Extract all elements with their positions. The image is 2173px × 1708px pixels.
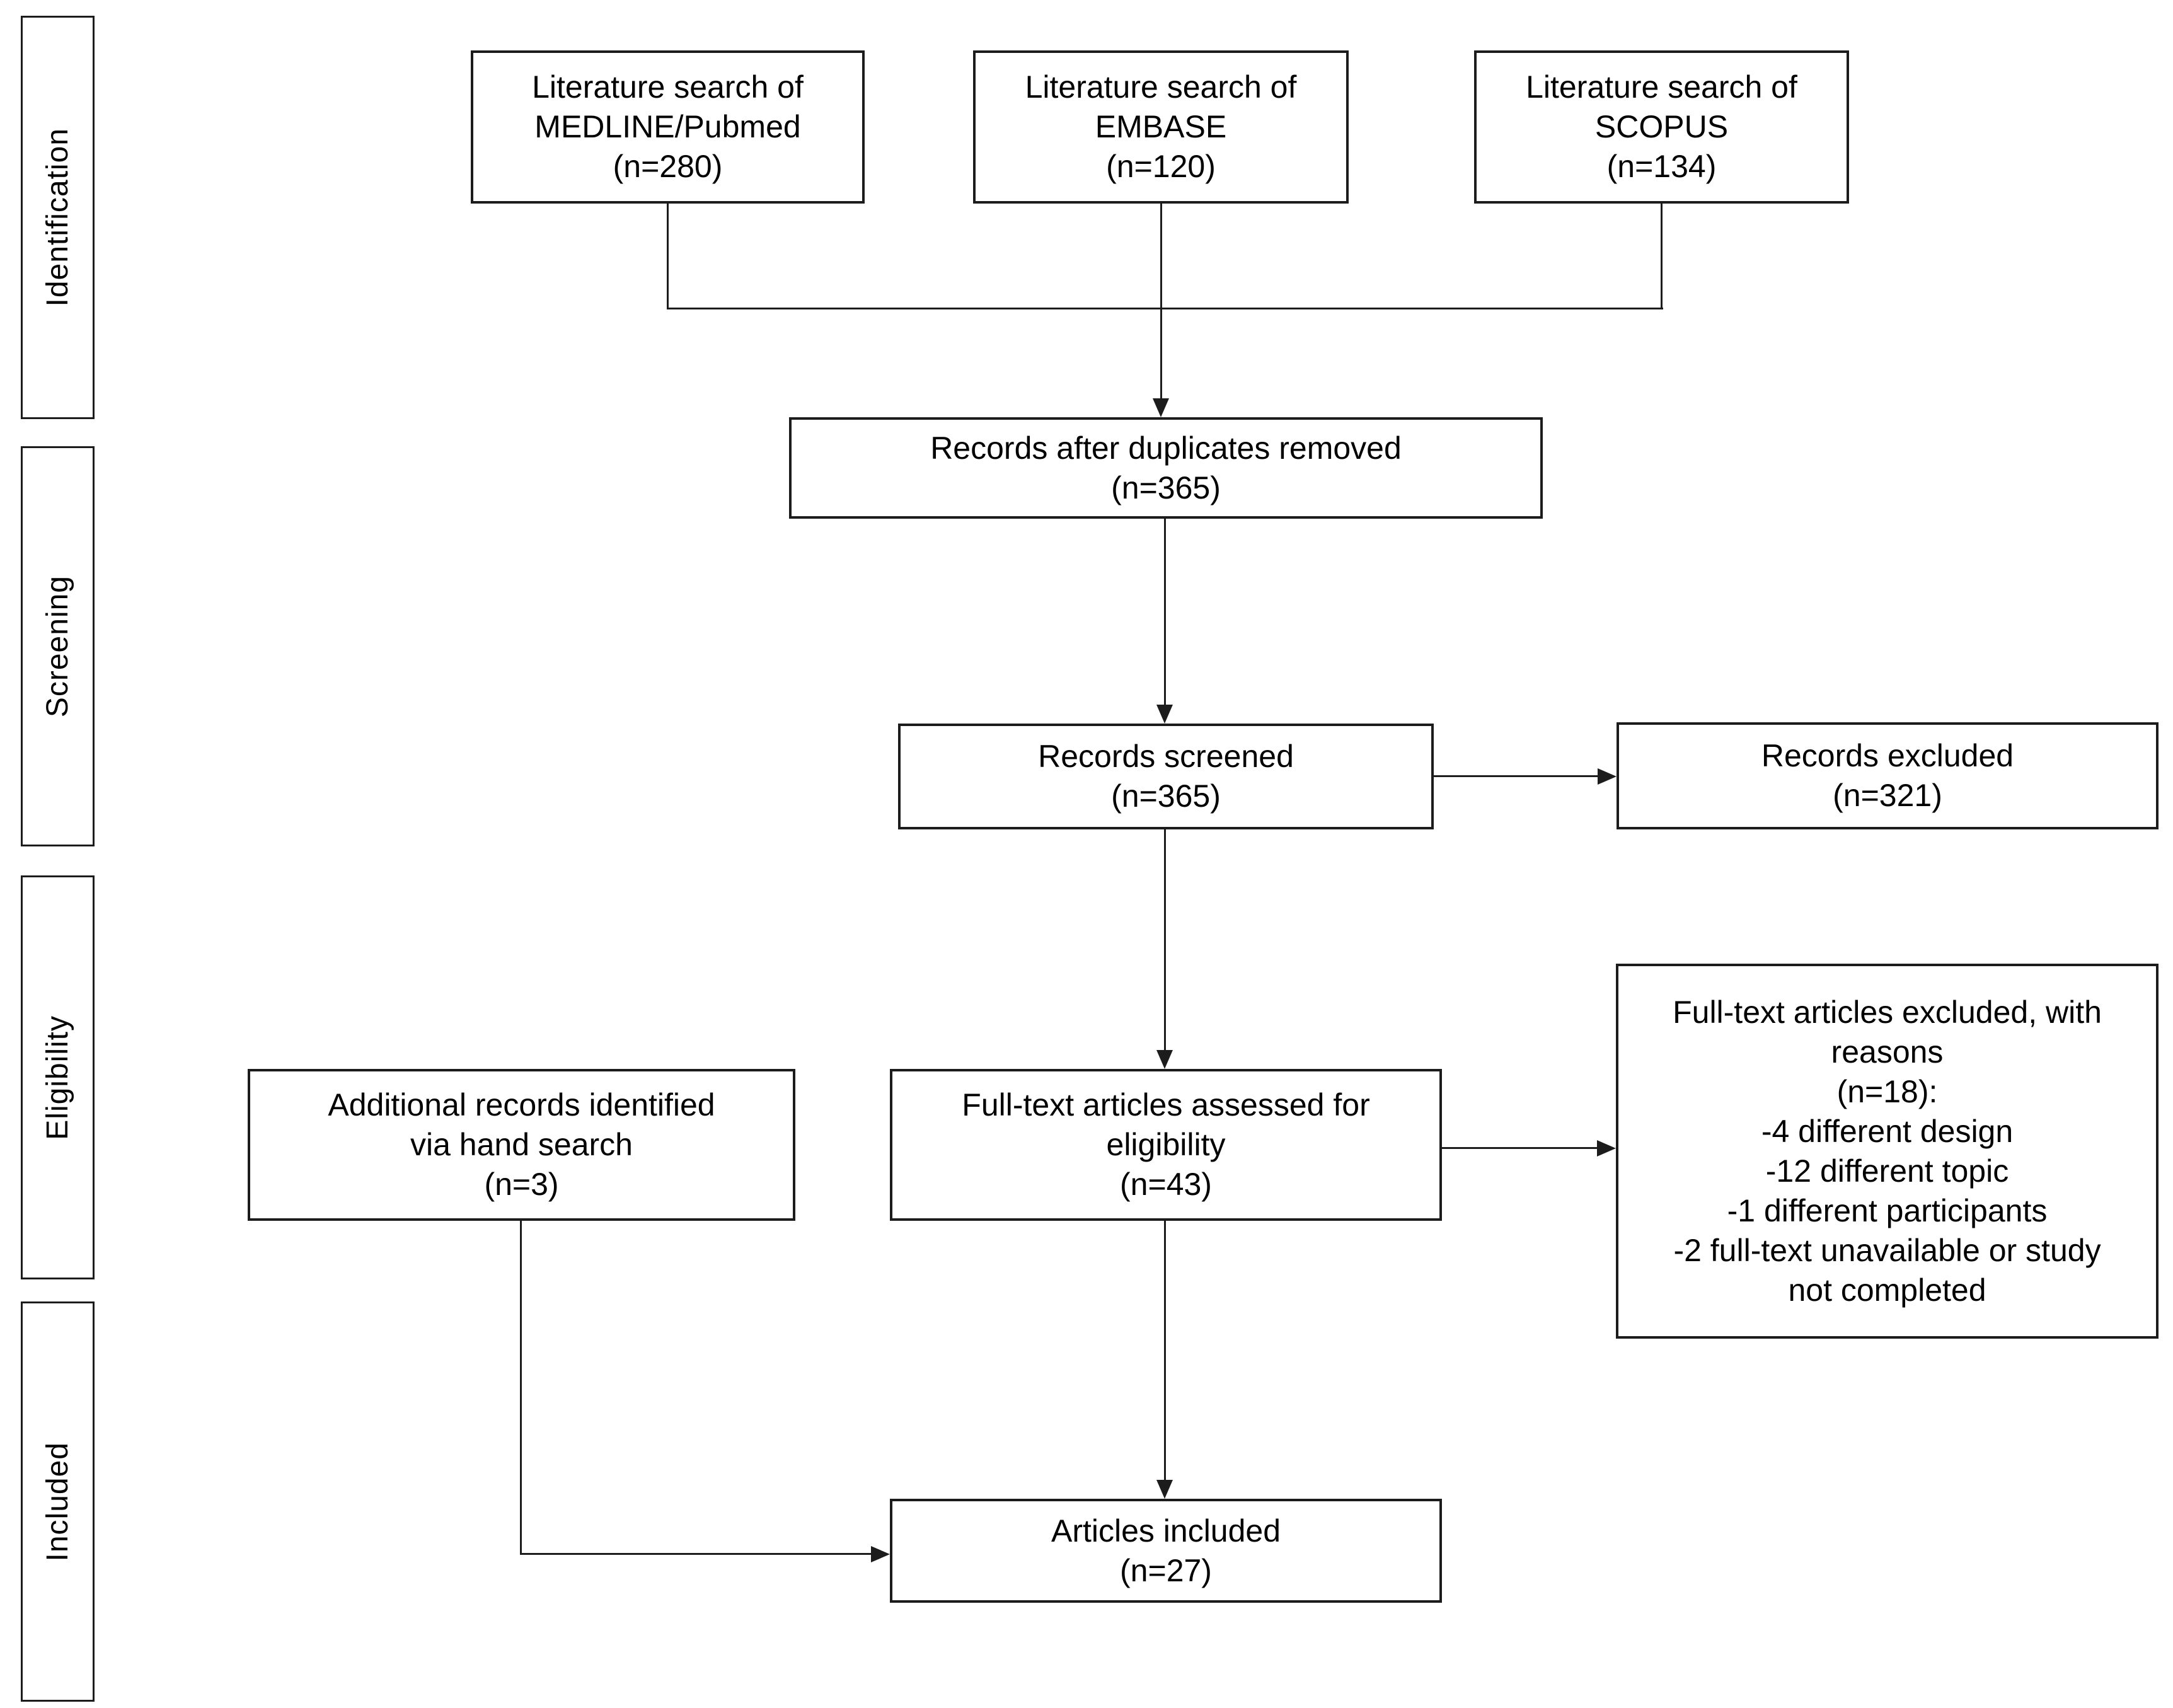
box-line: eligibility <box>1106 1127 1226 1162</box>
box-line: (n=43) <box>1120 1167 1212 1202</box>
box-line: (n=134) <box>1606 149 1717 184</box>
flow-box-scopus-search: Literature search of SCOPUS (n=134) <box>1474 50 1849 204</box>
box-line: SCOPUS <box>1594 109 1729 144</box>
connector-embase-to-duplicates <box>1160 204 1162 400</box>
box-line: (n=3) <box>484 1167 559 1202</box>
arrowhead-into-fulltext-excluded <box>1597 1140 1616 1157</box>
stage-label-screening: Screening <box>41 575 74 718</box>
box-line: EMBASE <box>1095 109 1227 144</box>
flow-box-fulltext-assessed: Full-text articles assessed for eligibil… <box>890 1069 1442 1221</box>
box-line: Literature search of <box>1025 69 1297 105</box>
box-line: -4 different design <box>1761 1113 2014 1149</box>
box-line: -2 full-text unavailable or study <box>1673 1232 2101 1268</box>
flow-box-medline-search: Literature search of MEDLINE/Pubmed (n=2… <box>471 50 865 204</box>
stage-box-identification: Identification <box>21 16 95 419</box>
connector-fulltext-to-excluded-reasons <box>1442 1147 1598 1149</box>
box-line: (n=365) <box>1111 470 1221 505</box>
box-line: -12 different topic <box>1765 1153 2009 1189</box>
box-line: Literature search of <box>1526 69 1797 105</box>
connector-handsearch-horizontal <box>520 1553 872 1555</box>
box-line: (n=365) <box>1111 778 1221 814</box>
arrowhead-handsearch-into-included <box>871 1546 890 1562</box>
arrowhead-into-duplicates <box>1153 398 1169 417</box>
box-line: -1 different participants <box>1727 1192 2048 1228</box>
arrowhead-into-fulltext <box>1156 1050 1173 1069</box>
box-line: Records excluded <box>1761 738 2014 773</box>
flow-box-articles-included: Articles included (n=27) <box>890 1499 1442 1603</box>
box-line: Articles included <box>1051 1513 1281 1549</box>
flow-box-handsearch: Additional records identified via hand s… <box>248 1069 795 1221</box>
connector-screened-to-fulltext <box>1164 829 1166 1051</box>
connector-fulltext-to-included <box>1164 1221 1166 1481</box>
connector-collector-horizontal <box>667 308 1663 309</box>
flow-box-duplicates-removed: Records after duplicates removed (n=365) <box>789 417 1543 519</box>
box-line: (n=120) <box>1106 149 1216 184</box>
flow-box-records-screened: Records screened (n=365) <box>898 724 1434 829</box>
box-line: Literature search of <box>532 69 804 105</box>
box-line: not completed <box>1788 1272 1986 1308</box>
box-line: MEDLINE/Pubmed <box>534 109 801 144</box>
arrowhead-into-records-excluded <box>1598 768 1617 785</box>
box-line: (n=321) <box>1833 778 1942 813</box>
box-line: via hand search <box>410 1127 633 1162</box>
stage-label-eligibility: Eligibility <box>41 1015 74 1140</box>
stage-box-included: Included <box>21 1301 95 1702</box>
stage-box-screening: Screening <box>21 446 95 846</box>
box-line: Records screened <box>1038 739 1294 774</box>
box-line: Full-text articles assessed for <box>962 1087 1370 1122</box>
flow-box-embase-search: Literature search of EMBASE (n=120) <box>973 50 1349 204</box>
connector-handsearch-down <box>520 1221 522 1555</box>
box-line: (n=18): <box>1836 1073 1938 1109</box>
box-line: Records after duplicates removed <box>930 430 1402 466</box>
box-line: (n=280) <box>613 149 723 184</box>
stage-label-identification: Identification <box>41 128 74 307</box>
box-line: reasons <box>1831 1034 1944 1070</box>
stage-box-eligibility: Eligibility <box>21 875 95 1279</box>
connector-medline-down <box>667 204 669 309</box>
flow-box-fulltext-excluded-reasons: Full-text articles excluded, with reason… <box>1616 964 2159 1339</box>
flow-box-records-excluded: Records excluded (n=321) <box>1617 722 2159 829</box>
box-line: Full-text articles excluded, with <box>1673 994 2102 1030</box>
box-line: Additional records identified <box>328 1087 715 1122</box>
box-line: (n=27) <box>1120 1552 1212 1588</box>
stage-label-included: Included <box>41 1441 74 1562</box>
arrowhead-into-included <box>1156 1480 1173 1499</box>
connector-screened-to-excluded <box>1434 775 1599 777</box>
connector-duplicates-to-screened <box>1164 519 1166 706</box>
connector-scopus-down <box>1661 204 1663 309</box>
arrowhead-into-screened <box>1156 705 1173 724</box>
